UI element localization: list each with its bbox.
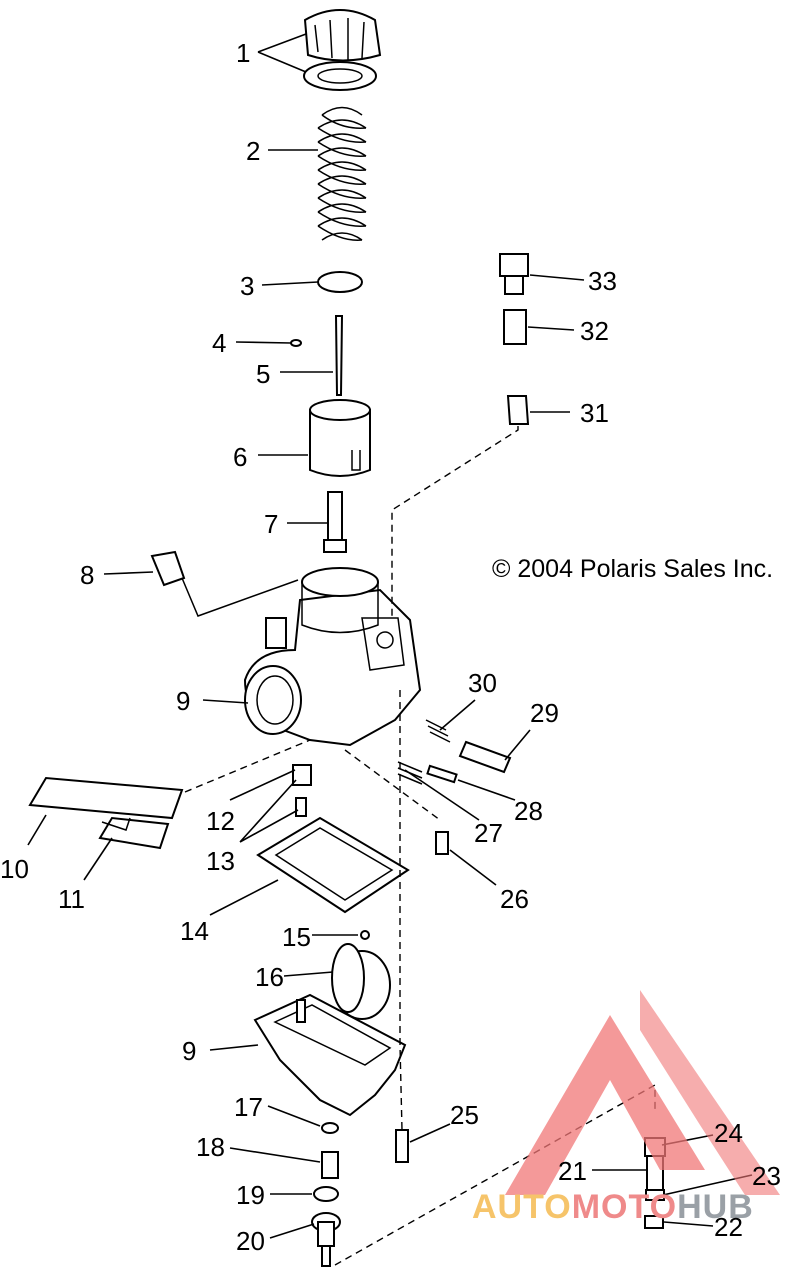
callout-3: 3 <box>240 271 254 301</box>
part-e-clip <box>290 339 302 347</box>
part-drain-screw <box>311 1212 341 1267</box>
watermark-hub-text: HUB <box>677 1188 754 1226</box>
part-float-pin <box>360 930 370 940</box>
watermark-auto-text: AUTO <box>472 1188 572 1226</box>
callout-7: 7 <box>264 509 278 539</box>
part-float-bowl <box>253 993 407 1117</box>
part-throttle-stop-spring <box>425 719 451 743</box>
callout-19: 19 <box>236 1180 265 1210</box>
part-drain-plug <box>321 1151 339 1179</box>
part-pilot-jet <box>295 797 307 817</box>
callout-5: 5 <box>256 359 270 389</box>
callout-4: 4 <box>212 328 226 358</box>
callout-18: 18 <box>196 1132 225 1162</box>
part-carburetor-body <box>243 567 422 747</box>
svg-text:AUTOMOTOHUB: AUTOMOTOHUB <box>472 1188 754 1226</box>
part-spring <box>317 106 367 241</box>
part-cap <box>303 9 382 91</box>
callout-30: 30 <box>468 668 497 698</box>
callout-16: 16 <box>255 962 284 992</box>
callout-22: 22 <box>714 1212 743 1242</box>
part-needle-jet <box>323 491 347 553</box>
callout-29: 29 <box>530 698 559 728</box>
callout-14: 14 <box>180 916 209 946</box>
part-main-jet <box>292 764 312 786</box>
part-starter-plunger <box>499 253 529 295</box>
callout-17: 17 <box>234 1092 263 1122</box>
leader-lines <box>27 33 585 1239</box>
callout-25: 25 <box>450 1100 479 1130</box>
callout-2: 2 <box>246 136 260 166</box>
part-plunger-cap <box>506 395 530 425</box>
callout-1: 1 <box>236 38 250 68</box>
part-end-screw <box>644 1215 664 1229</box>
callout-31: 31 <box>580 398 609 428</box>
part-float-arm <box>28 776 184 850</box>
callout-26: 26 <box>500 884 529 914</box>
callout-10: 10 <box>0 854 29 884</box>
dashed-connectors <box>184 690 656 1266</box>
callout-11: 11 <box>58 884 85 914</box>
callout-12: 12 <box>206 806 235 836</box>
callout-6: 6 <box>233 442 247 472</box>
callout-21: 21 <box>558 1156 587 1186</box>
callout-23: 23 <box>752 1161 781 1191</box>
callout-15: 15 <box>282 922 311 952</box>
callout-27: 27 <box>474 818 503 848</box>
callout-33: 33 <box>588 266 617 296</box>
part-vent-cap <box>150 550 186 587</box>
callout-labels: 1 2 3 4 5 6 7 8 9 9 10 11 12 13 14 15 16… <box>0 38 781 1256</box>
callout-8: 8 <box>80 560 94 590</box>
part-o-ring <box>313 1186 339 1202</box>
callout-20: 20 <box>236 1226 265 1256</box>
part-small-screw <box>435 831 449 855</box>
part-float <box>331 943 391 1020</box>
callout-9-body: 9 <box>176 686 190 716</box>
callout-28: 28 <box>514 796 543 826</box>
copyright-notice: © 2004 Polaris Sales Inc. <box>492 555 773 583</box>
part-throttle-stop-screw <box>458 740 512 774</box>
callout-9-bowl: 9 <box>182 1036 196 1066</box>
watermark-moto-text: MOTO <box>572 1188 677 1226</box>
automotohub-watermark: AUTOMOTOHUB <box>472 990 780 1226</box>
part-jet-needle <box>334 315 344 396</box>
part-plunger-spring <box>503 309 527 345</box>
part-float-bowl-gasket <box>256 816 410 914</box>
callout-13: 13 <box>206 846 235 876</box>
callout-24: 24 <box>714 1118 743 1148</box>
part-pilot-screw <box>426 764 458 784</box>
part-throttle-valve <box>309 399 371 477</box>
part-retainer <box>317 271 363 293</box>
part-drain-washer <box>321 1122 339 1134</box>
part-bowl-screw <box>395 1129 409 1163</box>
callout-32: 32 <box>580 316 609 346</box>
